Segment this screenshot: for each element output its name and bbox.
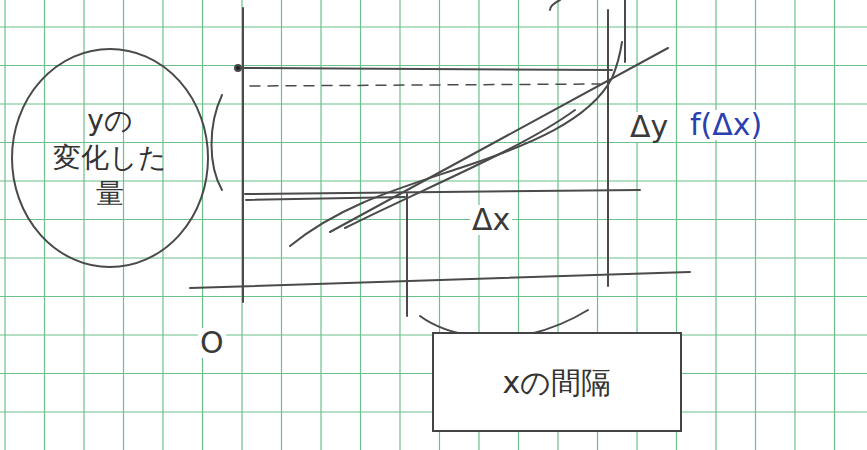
pencil-sketch (190, 0, 690, 338)
grid-line (794, 0, 795, 450)
function-label: f(Δx) (688, 110, 764, 140)
circle-outline (12, 49, 208, 267)
grid-line (0, 257, 867, 258)
top-vertical (624, 0, 626, 62)
dot (235, 65, 241, 71)
delta-x-level (245, 190, 640, 194)
origin-label: O (198, 328, 226, 358)
grid-line (0, 180, 867, 181)
curve-2 (345, 110, 575, 228)
grid-line (123, 0, 124, 450)
grid-line (0, 296, 867, 297)
bracket (212, 95, 223, 190)
note-text: yの 変化した 量 (45, 103, 175, 212)
delta-y-label: Δy (628, 112, 670, 142)
right-vertical (607, 10, 609, 286)
delta-x-label: Δx (470, 205, 512, 235)
bracket (550, 0, 560, 10)
dashed-line (250, 84, 600, 86)
note-box: xの間隔 (432, 332, 682, 432)
curve (290, 42, 622, 246)
grid-line (360, 0, 361, 450)
x-axis (190, 272, 690, 288)
grid-line (202, 0, 203, 450)
inner-line (246, 197, 405, 200)
grid-line (715, 0, 716, 450)
x-start-vertical (406, 194, 408, 316)
grid-line (4, 0, 5, 450)
grid-line (755, 0, 756, 450)
grid-line (399, 0, 400, 450)
note-text: xの間隔 (503, 363, 612, 402)
circled-note: yの 変化した 量 (10, 47, 210, 269)
grid-line (834, 0, 835, 450)
y-axis (242, 8, 244, 302)
grid-line (0, 65, 867, 66)
grid-line (0, 26, 867, 27)
grid-line (44, 0, 45, 450)
grid-line (83, 0, 84, 450)
top-line (237, 68, 612, 70)
grid-line (0, 219, 867, 220)
